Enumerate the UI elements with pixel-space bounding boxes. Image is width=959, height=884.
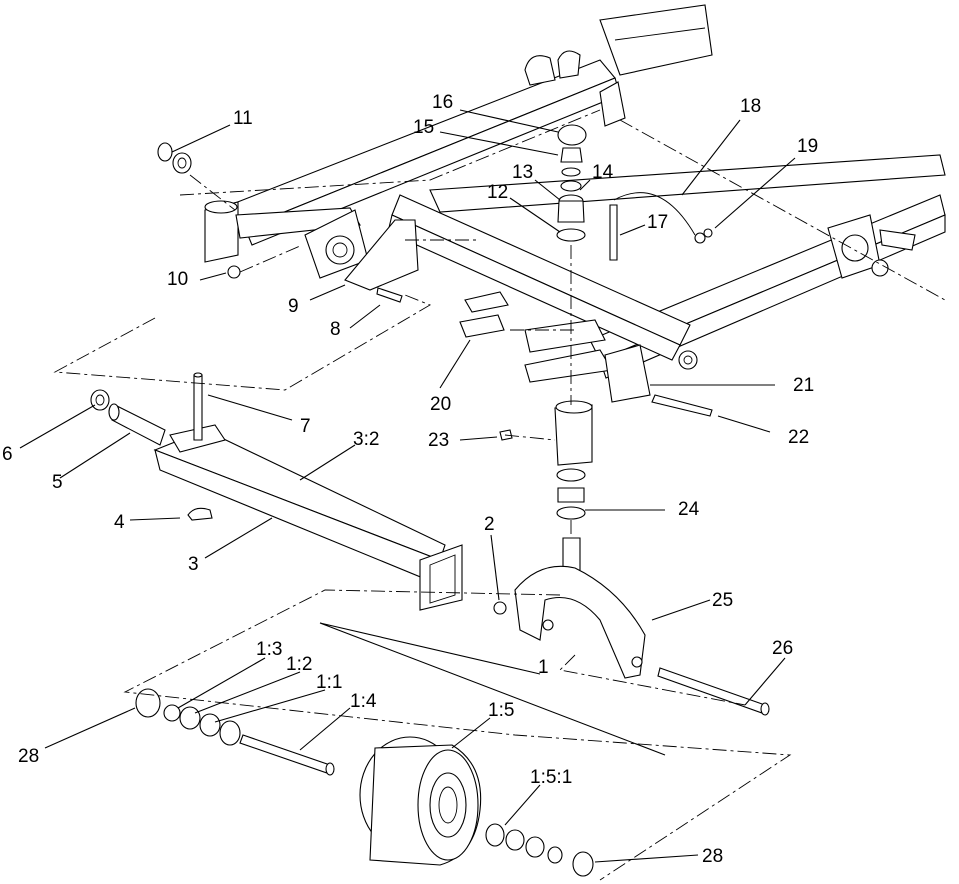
callout-1: 1 [538,657,549,678]
callout-1-2: 1:2 [286,654,312,675]
callout-3-2: 3:2 [353,429,379,450]
callout-26: 26 [772,638,793,659]
callout-2: 2 [484,514,495,535]
callout-28-right: 28 [702,846,723,867]
callout-22: 22 [788,427,809,448]
callout-5: 5 [52,472,63,493]
wheel-assembly [135,688,594,877]
callout-6: 6 [2,444,13,465]
callout-1-3: 1:3 [256,639,282,660]
callout-28-left: 28 [18,746,39,767]
callout-14: 14 [592,162,614,183]
small-parts [157,142,713,615]
callout-1-5: 1:5 [488,700,514,721]
cup [556,228,586,242]
callout-4: 4 [114,512,125,533]
callout-labels: 16 15 18 11 19 13 14 12 17 10 9 8 20 21 … [2,92,818,867]
caster-bearing-stack [556,468,586,576]
washer [561,167,581,177]
callout-9: 9 [288,296,299,317]
callout-1-4: 1:4 [350,691,377,712]
callout-1-5-1: 1:5:1 [530,767,572,788]
callout-23: 23 [428,430,449,451]
assembly-lines [53,109,946,881]
callout-16: 16 [432,92,453,113]
callout-19: 19 [797,136,818,157]
callout-17: 17 [647,212,668,233]
callout-13: 13 [512,162,533,183]
callout-12: 12 [487,182,508,203]
callout-3: 3 [188,554,199,575]
callout-1-1: 1:1 [316,672,342,693]
axle-bolt [657,667,770,716]
callout-15: 15 [413,117,434,138]
callout-11: 11 [233,108,253,129]
callout-24: 24 [678,499,700,520]
callout-10: 10 [167,269,188,290]
caster-fork [514,565,646,679]
nut [560,147,583,163]
callout-7: 7 [300,416,311,437]
callout-25: 25 [712,590,733,611]
callout-8: 8 [330,319,341,340]
main-frame [204,4,946,466]
dust-cap [557,124,587,146]
callout-18: 18 [740,96,761,117]
callout-21: 21 [793,375,814,396]
leader-lines [19,109,796,863]
beam-assembly [90,372,463,611]
bearing-stack [556,124,587,405]
callout-20: 20 [430,394,451,415]
seal [560,180,582,192]
